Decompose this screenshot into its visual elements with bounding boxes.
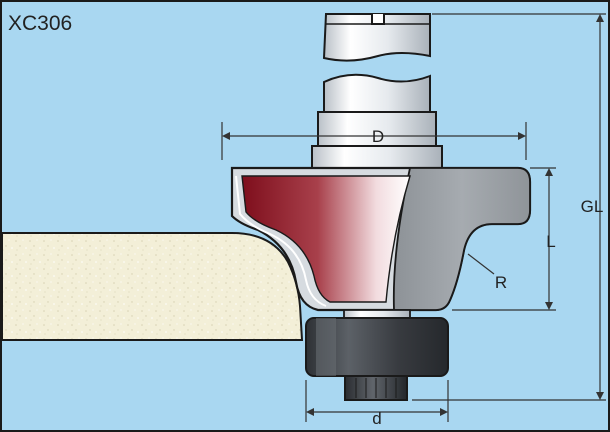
label-GL: GL <box>581 197 604 216</box>
label-L: L <box>546 232 555 251</box>
dimension-GL <box>412 13 606 401</box>
cutter-gray-flute <box>392 167 531 311</box>
label-R: R <box>495 273 507 292</box>
model-title: XC306 <box>8 12 72 35</box>
collar <box>311 145 443 169</box>
nut-ridges <box>355 378 397 398</box>
carbide-cutting-face <box>241 175 411 303</box>
label-D: D <box>372 127 384 146</box>
dimension-D <box>221 122 527 160</box>
bearing-spacer <box>343 309 411 319</box>
edge-highlight <box>235 175 327 307</box>
bearing-highlight <box>316 318 336 376</box>
dimension-d <box>305 380 449 422</box>
shank-top-piece <box>322 13 431 62</box>
label-d: d <box>372 409 381 428</box>
radius-leader <box>467 253 495 275</box>
workpiece-board <box>1 232 304 341</box>
dimension-L <box>452 167 556 311</box>
